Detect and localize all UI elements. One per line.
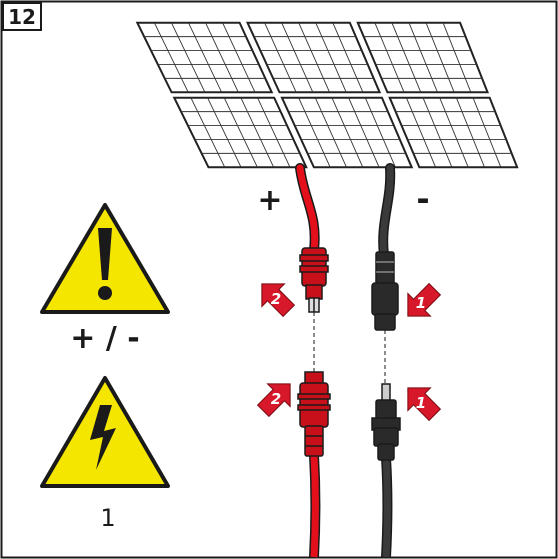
- warning-high-voltage-icon: [40, 376, 170, 488]
- panel-cell-line: [222, 22, 256, 93]
- panel-cell-line: [190, 97, 226, 168]
- panel-cell-line: [188, 22, 223, 93]
- solar-panel-array: [135, 21, 519, 169]
- negative-polarity-label: -: [416, 180, 429, 218]
- positive-connector-lower: [297, 371, 331, 457]
- panel-cell-line: [207, 97, 242, 168]
- panel-cell-line: [331, 97, 364, 168]
- panel-cell-line: [298, 22, 330, 93]
- panel-cell-line: [264, 22, 297, 93]
- panel-cell-line: [422, 97, 453, 168]
- arrow-number-negative-upper: 1: [416, 294, 426, 312]
- panel-cell-line: [442, 22, 472, 93]
- panel-cell-line: [205, 22, 239, 93]
- panel-cell-line: [374, 22, 405, 93]
- panel-cell-line: [391, 22, 422, 93]
- panel-cell-line: [315, 22, 347, 93]
- positive-connector-upper: [299, 247, 329, 313]
- panel-cell-line: [281, 22, 314, 93]
- warning-exclamation-icon: [40, 203, 170, 314]
- arrow-negative-lower: [407, 387, 442, 422]
- arrow-positive-upper: [261, 283, 296, 318]
- panel-cell-line: [298, 97, 331, 168]
- panel-cell-line: [408, 22, 438, 93]
- negative-connector-lower: [371, 383, 401, 461]
- warning-voltage-label: 1: [100, 504, 115, 532]
- panel-cell-line: [425, 22, 455, 93]
- panel-cell-line: [405, 97, 437, 168]
- warning-polarity-label: + / -: [70, 321, 139, 356]
- panel-cell-line: [348, 97, 380, 168]
- arrow-number-positive-lower: 2: [271, 390, 281, 408]
- arrow-negative-upper: [407, 282, 442, 317]
- arrow-positive-lower: [256, 383, 291, 418]
- panel-cell-line: [439, 97, 469, 168]
- step-number-box: 12: [2, 2, 42, 31]
- panel-cell-line: [257, 97, 291, 168]
- panel-cell-line: [472, 97, 502, 168]
- positive-cable-group: [295, 163, 321, 558]
- panel-cell-line: [240, 97, 275, 168]
- panel-cell-line: [364, 97, 396, 168]
- arrow-number-negative-lower: 1: [416, 394, 426, 412]
- negative-connector-upper: [371, 251, 399, 331]
- panel-cell-line: [170, 22, 206, 93]
- negative-cable-group: [378, 163, 396, 558]
- panel-cell-line: [455, 97, 485, 168]
- panel-cell-line: [332, 22, 364, 93]
- step-number: 12: [8, 5, 36, 29]
- positive-polarity-label: +: [257, 183, 282, 218]
- panel-cell-line: [153, 22, 189, 93]
- arrow-number-positive-upper: 2: [271, 290, 281, 308]
- solar-panel: [388, 96, 519, 169]
- panel-cell-line: [314, 97, 347, 168]
- panel-cell-line: [223, 97, 258, 168]
